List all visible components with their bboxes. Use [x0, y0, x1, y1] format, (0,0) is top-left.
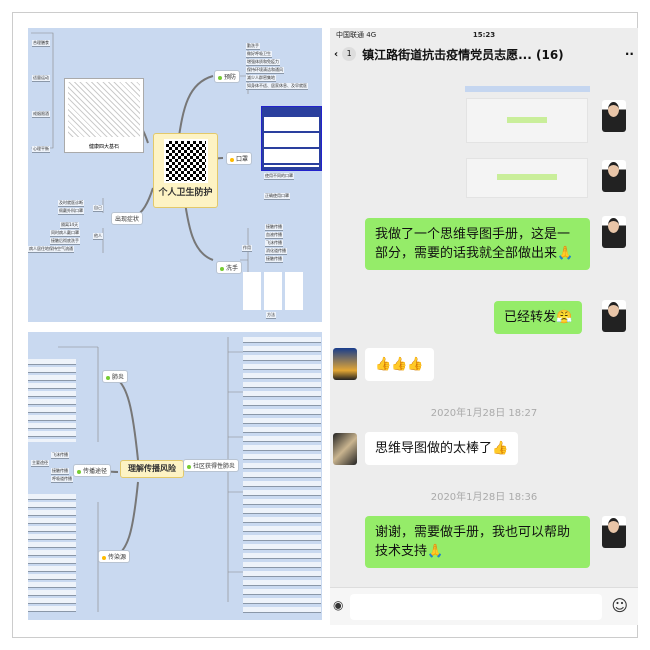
leaf: 戒烟限酒	[32, 111, 50, 118]
leaf: 接触后彻底洗手	[50, 238, 80, 245]
image-message-mindmap[interactable]	[466, 158, 588, 198]
message-bubble-sent[interactable]: 我做了一个思维导图手册，这是一部分，需要的话我就全部做出来🙏	[365, 218, 590, 270]
more-icon[interactable]: ··	[624, 47, 634, 61]
leaf: 减少人群密集地	[246, 75, 276, 82]
leaf: 隔离14天	[60, 222, 80, 229]
network-type: 4G	[366, 31, 377, 39]
image-caption: 健康四大基石	[88, 144, 119, 150]
avatar-self[interactable]	[602, 516, 626, 548]
leaf: 及时就医诊断	[58, 200, 84, 207]
timestamp: 2020年1月28日 18:27	[430, 408, 538, 419]
leaf: 如身体不适、居家休息、及早就医	[246, 83, 308, 90]
branch-infection-source: 传染源	[98, 550, 131, 563]
timestamp: 2020年1月28日 18:36	[430, 492, 538, 503]
leaf: 消化道传播	[265, 248, 287, 255]
leaf: 血液传播	[265, 232, 283, 239]
image-message-mindmap[interactable]	[466, 98, 588, 143]
message-bubble-received[interactable]: 思维导图做的太棒了👍	[365, 432, 519, 465]
qr-code	[163, 139, 208, 183]
leaf: 呼吸道传播	[51, 476, 73, 483]
mindmap-personal-hygiene: 合理膳食 适量运动 戒烟限酒 心理平衡 健康四大基石 个人卫生防护 预防 勤洗手…	[28, 28, 322, 322]
leaf: 作用	[242, 245, 252, 252]
health-cartoon-image: 健康四大基石	[64, 78, 144, 153]
center-node: 理解传播风险	[120, 460, 184, 478]
message-input[interactable]	[350, 594, 602, 620]
branch-transmission-route: 传播途径	[73, 464, 112, 477]
branch-wash-hands: 洗手	[216, 261, 243, 274]
leaf: 心理平衡	[32, 146, 50, 153]
leaf: 自己	[93, 205, 103, 212]
leaf: 使用不同的口罩	[264, 173, 294, 180]
voice-icon[interactable]: ◉	[333, 598, 344, 612]
leaf: 同时病人戴口罩	[50, 230, 80, 237]
leaf: 他人	[93, 233, 103, 240]
leaf: 接触传播	[265, 256, 283, 263]
center-node: 个人卫生防护	[153, 133, 218, 208]
mask-types-image	[261, 106, 322, 171]
leaf: 飞沫传播	[51, 452, 69, 459]
leaf: 勤洗手	[246, 43, 260, 50]
emoji-icon[interactable]: ☺	[611, 596, 628, 615]
avatar-self[interactable]	[602, 216, 626, 248]
leaf-nodes-left-bottom	[28, 492, 76, 612]
wechat-chat-screen: 中国联通 4G 15:23 ‹ 1 镇江路街道抗击疫情党员志愿... (16) …	[330, 28, 638, 625]
message-bubble-sent[interactable]: 已经转发😤	[494, 301, 583, 334]
leaf: 做好呼吸卫生	[246, 51, 272, 58]
leaf: 方法	[266, 312, 276, 319]
leaf: 接触传播	[51, 468, 69, 475]
leaf: 佩戴外科口罩	[58, 208, 84, 215]
chat-title: 镇江路街道抗击疫情党员志愿... (16)	[362, 47, 564, 62]
branch-symptom: 出现症状	[111, 212, 144, 225]
mindmap-transmission-risk: 理解传播风险 肺炎 传播途径 主要途径 飞沫传播 接触传播 呼吸道传播 传染源 …	[28, 332, 322, 620]
input-bar: ◉ ☺	[330, 587, 638, 625]
leaf: 合理膳食	[32, 40, 50, 47]
message-bubble-received[interactable]: 👍👍👍	[365, 348, 434, 381]
leaf: 主要途径	[31, 460, 49, 467]
leaf: 飞沫传播	[265, 240, 283, 247]
leaf-nodes-right	[243, 334, 321, 614]
chat-header: ‹ 1 镇江路街道抗击疫情党员志愿... (16) ··	[330, 42, 638, 66]
avatar-self[interactable]	[602, 300, 626, 332]
avatar-member[interactable]	[333, 433, 357, 465]
unread-badge[interactable]: 1	[342, 47, 357, 61]
branch-mask: 口罩	[226, 152, 253, 165]
avatar-member[interactable]	[333, 348, 357, 380]
leaf: 正确使用口罩	[264, 193, 290, 200]
center-title: 个人卫生防护	[158, 188, 213, 198]
carrier: 中国联通	[336, 31, 364, 39]
leaf: 增强体质和免疫力	[246, 59, 280, 66]
clock: 15:23	[472, 31, 496, 39]
leaf: 适量运动	[32, 75, 50, 82]
handwash-steps-image	[243, 272, 303, 310]
image-message-partial[interactable]	[465, 86, 590, 92]
avatar-self[interactable]	[602, 100, 626, 132]
leaf: 病人居住地保持空气流通	[28, 246, 74, 253]
branch-pneumonia: 肺炎	[102, 370, 129, 383]
message-bubble-sent[interactable]: 谢谢，需要做手册，我也可以帮助技术支持🙏	[365, 516, 590, 568]
back-button[interactable]: ‹	[334, 48, 339, 60]
status-bar: 中国联通 4G 15:23	[330, 28, 638, 42]
leaf: 接触传播	[265, 224, 283, 231]
avatar-self[interactable]	[602, 160, 626, 192]
leaf: 保持环境清洁和通风	[246, 67, 284, 74]
leaf-nodes-left-top	[28, 357, 76, 442]
branch-prevent: 预防	[214, 70, 241, 83]
branch-community-pneumonia: 社区获得性肺炎	[183, 459, 240, 472]
